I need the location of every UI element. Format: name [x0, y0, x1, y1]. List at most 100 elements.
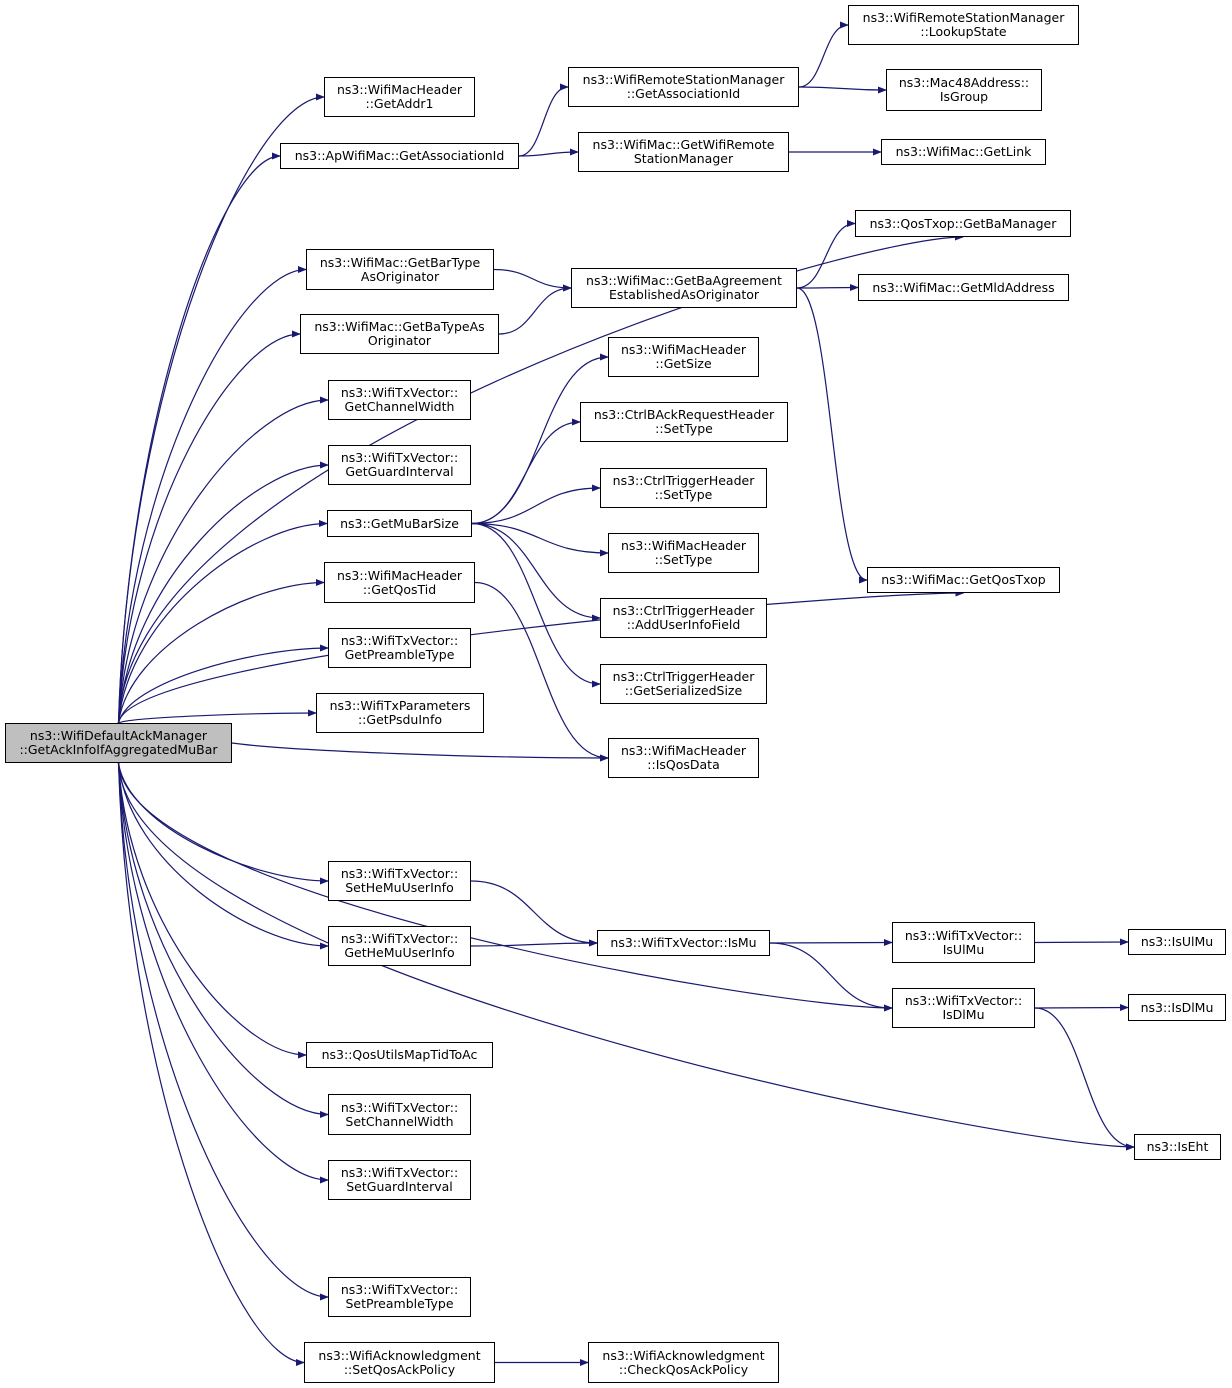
node-label: IsUlMu: [942, 941, 985, 957]
node-setguardinterval[interactable]: ns3::WifiTxVector:: SetGuardInterval: [328, 1160, 471, 1200]
node-label: ns3::WifiTxVector::: [340, 1165, 459, 1180]
call-edge-getmubarsize-to-macheadersettype: [471, 522, 609, 557]
node-label: ns3::QosTxop::GetBaManager: [869, 215, 1057, 231]
node-label: ns3::Mac48Address::: [898, 75, 1030, 90]
node-label: SetGuardInterval: [346, 1179, 453, 1194]
node-label: ns3::WifiTxVector::: [340, 633, 459, 648]
node-label: ::SetType: [655, 421, 713, 436]
node-label: ns3::WifiMac::GetLink: [895, 144, 1032, 159]
node-macheadersettype[interactable]: ns3::WifiMacHeader ::SetType: [608, 533, 759, 573]
node-isqosdata[interactable]: ns3::WifiMacHeader ::IsQosData: [608, 738, 759, 778]
call-edge-root-to-isqosdata: [231, 742, 609, 762]
call-edge-root-to-getbatype: [117, 330, 301, 724]
node-getqostxop[interactable]: ns3::WifiMac::GetQosTxop: [867, 567, 1060, 593]
call-edge-root-to-gethemuuserinfo: [117, 762, 329, 950]
node-label: ns3::WifiMacHeader: [620, 743, 747, 758]
node-label: SetChannelWidth: [345, 1113, 454, 1129]
call-edge-sethemuuserinfo-to-ismu: [470, 880, 598, 947]
node-getpreambletype[interactable]: ns3::WifiTxVector:: GetPreambleType: [328, 628, 471, 668]
node-label: ns3::CtrlTriggerHeader: [612, 603, 755, 618]
node-getqostid[interactable]: ns3::WifiMacHeader ::GetQosTid: [324, 562, 475, 603]
call-edge-rsmassoc-to-lookupstate: [798, 21, 849, 88]
node-label: ns3::WifiTxVector::: [904, 993, 1023, 1008]
node-rsmassoc[interactable]: ns3::WifiRemoteStationManager ::GetAssoc…: [568, 67, 799, 107]
call-edge-getmubarsize-to-adduserinfofield: [471, 522, 601, 622]
node-label: ::LookupState: [920, 24, 1007, 39]
node-isdlmu2[interactable]: ns3::IsDlMu: [1128, 994, 1226, 1021]
node-label: ::GetPsduInfo: [357, 712, 443, 727]
call-edge-isdlmu-to-iseht: [1034, 1007, 1135, 1151]
node-label: ns3::CtrlTriggerHeader: [612, 669, 755, 684]
node-label: ns3::WifiTxVector::: [340, 1282, 459, 1297]
node-label: ns3::WifiTxParameters: [329, 698, 471, 713]
node-label: AsOriginator: [360, 268, 440, 284]
node-label: ns3::WifiAcknowledgment: [602, 1347, 765, 1363]
node-label: EstablishedAsOriginator: [608, 287, 760, 302]
node-getbamanager[interactable]: ns3::QosTxop::GetBaManager: [855, 210, 1071, 237]
call-edge-getbatype-to-getbaagreement: [498, 284, 572, 335]
node-apassoc[interactable]: ns3::ApWifiMac::GetAssociationId: [280, 143, 519, 169]
node-getchannelwidth[interactable]: ns3::WifiTxVector:: GetChannelWidth: [328, 380, 471, 420]
node-setchannelwidth[interactable]: ns3::WifiTxVector:: SetChannelWidth: [328, 1094, 471, 1135]
node-getmldaddress[interactable]: ns3::WifiMac::GetMldAddress: [858, 274, 1069, 301]
node-label: ::IsQosData: [647, 757, 720, 772]
node-sethemuuserinfo[interactable]: ns3::WifiTxVector:: SetHeMuUserInfo: [328, 861, 471, 901]
node-label: ::SetType: [654, 552, 713, 567]
node-label: ::CheckQosAckPolicy: [618, 1361, 749, 1377]
node-ctrltriggersettype[interactable]: ns3::CtrlTriggerHeader ::SetType: [600, 468, 767, 508]
node-label: ns3::WifiMac::GetBarType: [319, 254, 481, 270]
call-edge-isulmu-to-isulmu2: [1034, 938, 1129, 946]
node-ismu[interactable]: ns3::WifiTxVector::IsMu: [597, 930, 770, 956]
call-edge-root-to-getbamanager: [117, 233, 964, 724]
node-label: StationManager: [633, 151, 734, 166]
node-getguardinterval[interactable]: ns3::WifiTxVector:: GetGuardInterval: [328, 445, 471, 485]
node-label: ns3::WifiMacHeader: [336, 567, 463, 583]
node-label: ::SetQosAckPolicy: [343, 1361, 456, 1377]
node-ctrlbackreqsettype[interactable]: ns3::CtrlBAckRequestHeader ::SetType: [580, 402, 788, 442]
node-getserializedsize[interactable]: ns3::CtrlTriggerHeader ::GetSerializedSi…: [600, 664, 767, 704]
node-label: ns3::WifiTxVector::: [904, 927, 1023, 943]
call-edge-root-to-getaddr1: [117, 93, 325, 724]
node-checkqosackpolicy[interactable]: ns3::WifiAcknowledgment ::CheckQosAckPol…: [588, 1342, 779, 1383]
node-setpreambletype[interactable]: ns3::WifiTxVector:: SetPreambleType: [328, 1277, 471, 1317]
node-getaddr1[interactable]: ns3::WifiMacHeader ::GetAddr1: [324, 77, 475, 117]
node-setqosackpolicy[interactable]: ns3::WifiAcknowledgment ::SetQosAckPolic…: [304, 1342, 495, 1383]
call-edge-ismu-to-isdlmu: [769, 942, 893, 1012]
node-adduserinfofield[interactable]: ns3::CtrlTriggerHeader ::AddUserInfoFiel…: [600, 598, 767, 638]
node-isdlmu[interactable]: ns3::WifiTxVector:: IsDlMu: [892, 988, 1035, 1028]
node-getbartype[interactable]: ns3::WifiMac::GetBarType AsOriginator: [306, 249, 494, 290]
node-getlink[interactable]: ns3::WifiMac::GetLink: [881, 139, 1046, 165]
call-edge-gethemuuserinfo-to-ismu: [470, 939, 598, 947]
node-label: ns3::WifiMac::GetBaTypeAs: [314, 319, 485, 334]
call-edge-rsmassoc-to-isgroup: [798, 86, 887, 94]
call-edge-root-to-qosutils: [117, 762, 307, 1059]
node-label: ::GetSize: [655, 356, 712, 371]
node-label: ::GetSerializedSize: [624, 683, 743, 698]
node-label: GetHeMuUserInfo: [344, 945, 455, 960]
node-label: ns3::CtrlTriggerHeader: [612, 473, 755, 488]
call-edge-root-to-getchannelwidth: [117, 396, 329, 724]
node-label: ns3::WifiTxVector::: [340, 1099, 459, 1115]
node-lookupstate[interactable]: ns3::WifiRemoteStationManager ::LookupSt…: [848, 5, 1079, 45]
node-getwifirsm[interactable]: ns3::WifiMac::GetWifiRemote StationManag…: [578, 132, 789, 172]
node-getpsduinfo[interactable]: ns3::WifiTxParameters ::GetPsduInfo: [316, 693, 484, 733]
node-qosutils[interactable]: ns3::QosUtilsMapTidToAc: [306, 1042, 493, 1068]
call-edge-root-to-setpreambletype: [117, 762, 329, 1301]
node-gethemuuserinfo[interactable]: ns3::WifiTxVector:: GetHeMuUserInfo: [328, 926, 471, 966]
call-edge-root-to-setchannelwidth: [117, 762, 329, 1119]
node-iseht[interactable]: ns3::IsEht: [1134, 1134, 1221, 1160]
node-getbatype[interactable]: ns3::WifiMac::GetBaTypeAs Originator: [300, 314, 499, 354]
node-getmubarsize[interactable]: ns3::GetMuBarSize: [327, 510, 472, 537]
node-isulmu2[interactable]: ns3::IsUlMu: [1128, 929, 1226, 955]
node-label: ns3::IsDlMu: [1140, 999, 1214, 1015]
node-label: ns3::WifiTxVector::: [340, 385, 459, 400]
node-label: ns3::WifiRemoteStationManager: [582, 72, 785, 87]
node-macheadergetsize[interactable]: ns3::WifiMacHeader ::GetSize: [608, 337, 759, 377]
node-getbaagreement[interactable]: ns3::WifiMac::GetBaAgreement Established…: [571, 268, 797, 308]
call-edge-ismu-to-isulmu: [769, 938, 893, 947]
node-isgroup[interactable]: ns3::Mac48Address:: IsGroup: [886, 69, 1042, 111]
node-isulmu[interactable]: ns3::WifiTxVector:: IsUlMu: [892, 922, 1035, 963]
node-label: ::GetAckInfoIfAggregatedMuBar: [19, 742, 218, 757]
node-label: ns3::CtrlBAckRequestHeader: [593, 407, 775, 422]
